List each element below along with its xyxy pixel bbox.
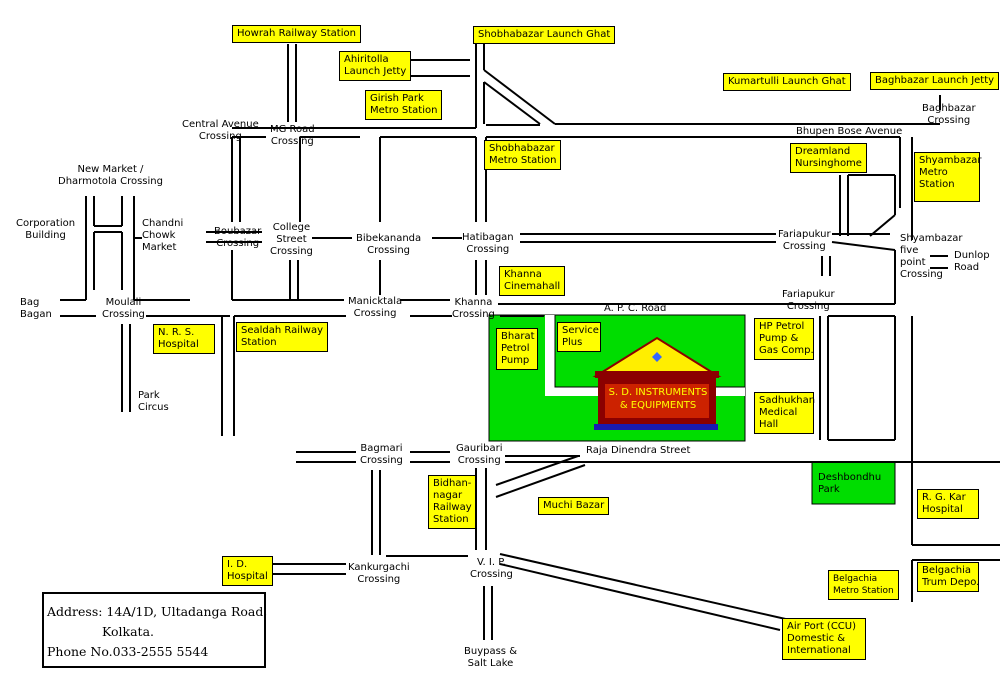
college-street-label: College Street Crossing: [270, 222, 313, 257]
sadhukhan-box: Sadhukhan Medical Hall: [754, 392, 815, 434]
apc-road-label: A. P. C. Road: [604, 303, 667, 314]
bagmari-label: Bagmari Crossing: [360, 443, 403, 466]
target-building-name: S. D. INSTRUMENTS & EQUIPMENTS: [608, 387, 708, 411]
phone-line: Phone No.033-2555 5544: [47, 644, 209, 659]
gauribari-label: Gauribari Crossing: [456, 443, 503, 466]
corporation-label: Corporation Building: [16, 218, 76, 241]
city-line: Kolkata.: [102, 624, 155, 639]
nrs-hospital-box: N. R. S. Hospital: [153, 324, 215, 354]
kankurgachi-label: Kankurgachi Crossing: [348, 562, 410, 585]
dreamland-box: Dreamland Nursinghome: [790, 143, 867, 173]
belgachia-trum-box: Belgachia Trum Depo.: [917, 562, 979, 592]
manicktala-label: Manicktala Crossing: [348, 296, 403, 319]
vip-crossing-label: V. I. P. Crossing: [470, 557, 513, 580]
girish-park-box: Girish Park Metro Station: [365, 90, 443, 120]
bag-bagan-label: Bag Bagan: [20, 297, 52, 320]
house-icon: [592, 336, 722, 430]
address-box: Address: 14A/1D, Ultadanga Road, Kolkata…: [42, 592, 268, 668]
mg-road-label: MG Road Crossing: [270, 124, 315, 147]
fariapukur-top-label: Fariapukur Crossing: [778, 229, 831, 252]
bidhannagar-box: Bidhan- nagar Railway Station: [428, 475, 476, 529]
id-hospital-box: I. D. Hospital: [222, 556, 273, 586]
khanna-crossing-label: Khanna Crossing: [452, 297, 495, 320]
ahiritolla-box: Ahiritolla Launch Jetty: [339, 51, 412, 81]
baghbazar-launch-box: Baghbazar Launch Jetty: [870, 72, 1000, 90]
service-plus-box: Service Plus: [557, 322, 601, 352]
boubazar-label: Boubazar Crossing: [214, 226, 262, 249]
deshbondhu-park-label: Deshbondhu Park: [818, 472, 882, 495]
shyambazar-metro-box: Shyambazar Metro Station: [914, 152, 981, 202]
bibekananda-label: Bibekananda Crossing: [356, 233, 422, 256]
central-avenue-label: Central Avenue Crossing: [182, 119, 259, 142]
chandni-label: Chandni Chowk Market: [142, 218, 184, 253]
baghbazar-crossing-label: Baghbazar Crossing: [922, 103, 976, 126]
airport-box: Air Port (CCU) Domestic & International: [782, 618, 866, 660]
kumartulli-box: Kumartulli Launch Ghat: [723, 73, 851, 91]
address-line: Address: 14A/1D, Ultadanga Road,: [47, 604, 268, 619]
rgkar-hospital-box: R. G. Kar Hospital: [917, 489, 979, 519]
dunlop-label: Dunlop Road: [954, 250, 990, 273]
hatibagan-label: Hatibagan Crossing: [462, 232, 514, 255]
belgachia-metro-box: Belgachia Metro Station: [828, 570, 899, 600]
buypass-label: Buypass & Salt Lake: [464, 646, 517, 669]
bharat-petrol-box: Bharat Petrol Pump: [496, 328, 538, 370]
park-circus-label: Park Circus: [138, 390, 169, 413]
howrah-station-box: Howrah Railway Station: [232, 25, 361, 43]
shobhabazar-launch-box: Shobhabazar Launch Ghat: [473, 26, 616, 44]
sealdah-station-box: Sealdah Railway Station: [236, 322, 329, 352]
hp-petrol-box: HP Petrol Pump & Gas Comp.: [754, 318, 814, 360]
shobhabazar-metro-box: Shobhabazar Metro Station: [484, 140, 562, 170]
roads: [60, 44, 1000, 640]
khanna-cinema-box: Khanna Cinemahall: [499, 266, 566, 296]
new-market-label: New Market / Dharmotola Crossing: [58, 164, 163, 187]
bhupen-bose-label: Bhupen Bose Avenue: [796, 126, 903, 137]
raja-dinendra-label: Raja Dinendra Street: [586, 445, 691, 456]
shyambazar-five-label: Shyambazar five point Crossing: [900, 233, 963, 280]
fariapukur-lower-label: Fariapukur Crossing: [782, 289, 835, 312]
moulali-label: Moulali Crossing: [102, 297, 145, 320]
muchi-bazar-box: Muchi Bazar: [538, 497, 610, 515]
